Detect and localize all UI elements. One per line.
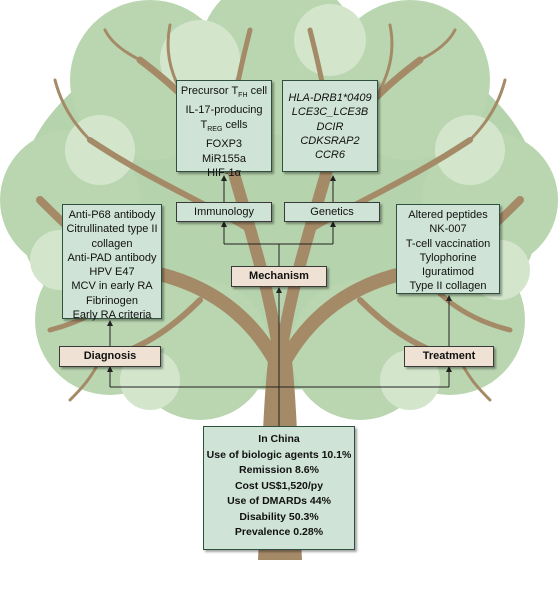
- genetics-item: CDKSRAP2: [300, 134, 360, 147]
- treatment-label: Treatment: [404, 346, 494, 367]
- china-stat: Prevalence 0.28%: [234, 526, 324, 538]
- genetics-item: DCIR: [316, 120, 344, 133]
- immunology-item: MiR155a: [201, 152, 247, 165]
- china-heading: In China: [258, 433, 300, 445]
- il17-item: IL-17-producing: [185, 104, 263, 117]
- immunology-item: FOXP3: [205, 138, 243, 151]
- diagnosis-item: Citrullinated type II: [66, 223, 158, 236]
- immunology-label: Immunology: [176, 202, 272, 222]
- connector-lines: [107, 175, 452, 426]
- treatment-item: NK-007: [429, 223, 467, 236]
- diagnosis-box: Anti-P68 antibody Citrullinated type II …: [62, 204, 162, 322]
- genetics-item: LCE3C_LCE3B: [291, 106, 369, 119]
- china-stat: Disability 50.3%: [239, 510, 319, 523]
- treg-item: TREG cells: [200, 118, 248, 133]
- treatment-box: Altered peptides NK-007 T-cell vaccinati…: [396, 204, 500, 294]
- immunology-item: HIF-1α: [207, 166, 241, 179]
- diagnosis-item: collagen: [91, 237, 133, 250]
- genetics-label: Genetics: [284, 202, 380, 222]
- china-stat: Cost US$1,520/py: [234, 479, 324, 492]
- genetics-box: HLA-DRB1*0409 LCE3C_LCE3B DCIR CDKSRAP2 …: [282, 80, 378, 172]
- genetics-item: HLA-DRB1*0409: [288, 92, 372, 104]
- mechanism-label: Mechanism: [231, 266, 327, 287]
- precursor-tfh-item: Precursor TFH cell: [180, 85, 268, 100]
- diagnosis-item: Fibrinogen: [86, 294, 138, 307]
- diagnosis-item: Anti-PAD antibody: [67, 251, 157, 264]
- diagnosis-item: Early RA criteria: [72, 309, 152, 322]
- china-stat: Remission 8.6%: [239, 464, 319, 476]
- diagnosis-label: Diagnosis: [59, 346, 161, 367]
- china-statistics-box: In China Use of biologic agents 10.1% Re…: [203, 426, 355, 550]
- diagnosis-item: HPV E47: [89, 266, 135, 279]
- treatment-item: Type II collagen: [409, 280, 487, 293]
- china-stat: Use of DMARDs 44%: [227, 495, 331, 507]
- immunology-box: Precursor TFH cell IL-17-producing TREG …: [176, 80, 272, 179]
- genetics-item: CCR6: [315, 149, 345, 162]
- treatment-item: Altered peptides: [408, 209, 488, 221]
- diagnosis-item: MCV in early RA: [71, 280, 153, 293]
- diagnosis-item: Anti-P68 antibody: [68, 209, 156, 221]
- treatment-item: T-cell vaccination: [405, 237, 491, 250]
- treatment-item: Tylophorine: [419, 251, 477, 264]
- treatment-item: Iguratimod: [422, 266, 474, 279]
- china-stat: Use of biologic agents 10.1%: [206, 448, 352, 461]
